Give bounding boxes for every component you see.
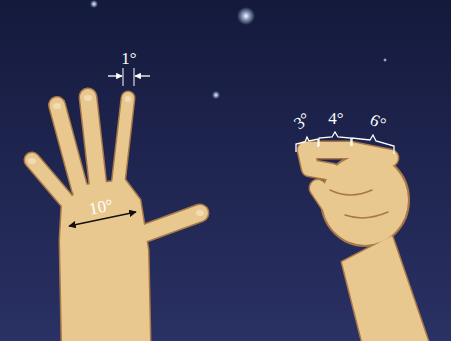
angle-label: 1° <box>121 50 136 67</box>
measure-marks <box>69 68 394 226</box>
fist-hand <box>306 150 428 341</box>
open-hand <box>28 95 204 341</box>
angle-label: 4° <box>328 110 343 127</box>
stars <box>90 0 387 99</box>
angle-label: 10° <box>88 196 115 217</box>
